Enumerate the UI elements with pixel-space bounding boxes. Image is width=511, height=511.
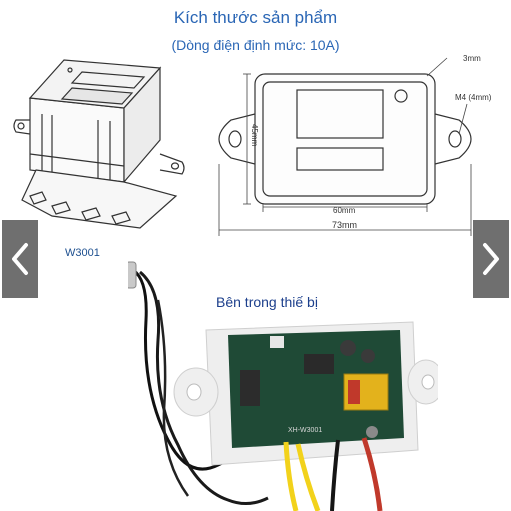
label-thickness: 3mm [463, 54, 481, 63]
chevron-left-icon [12, 243, 28, 275]
page-title: Kích thước sản phẩm [173, 8, 338, 27]
prev-slide-button[interactable] [2, 220, 38, 298]
model-label: W3001 [65, 247, 100, 259]
label-hole: M4 (4mm) [455, 93, 492, 102]
isometric-drawing [13, 59, 185, 229]
label-height: 45mm [250, 124, 259, 147]
photo-caption: Bên trong thiế bị [216, 294, 318, 310]
chevron-right-icon [483, 243, 499, 275]
page-subtitle: (Dòng điện định mức: 10A) [171, 37, 340, 53]
product-photo: XH-W3001 [128, 261, 438, 511]
dimension-drawing: 3mm M4 (4mm) 45mm 60mm 73mm [218, 54, 492, 236]
label-inner-width: 60mm [333, 206, 356, 215]
board-text: XH-W3001 [288, 427, 322, 434]
next-slide-button[interactable] [473, 220, 509, 298]
label-outer-width: 73mm [332, 220, 357, 230]
